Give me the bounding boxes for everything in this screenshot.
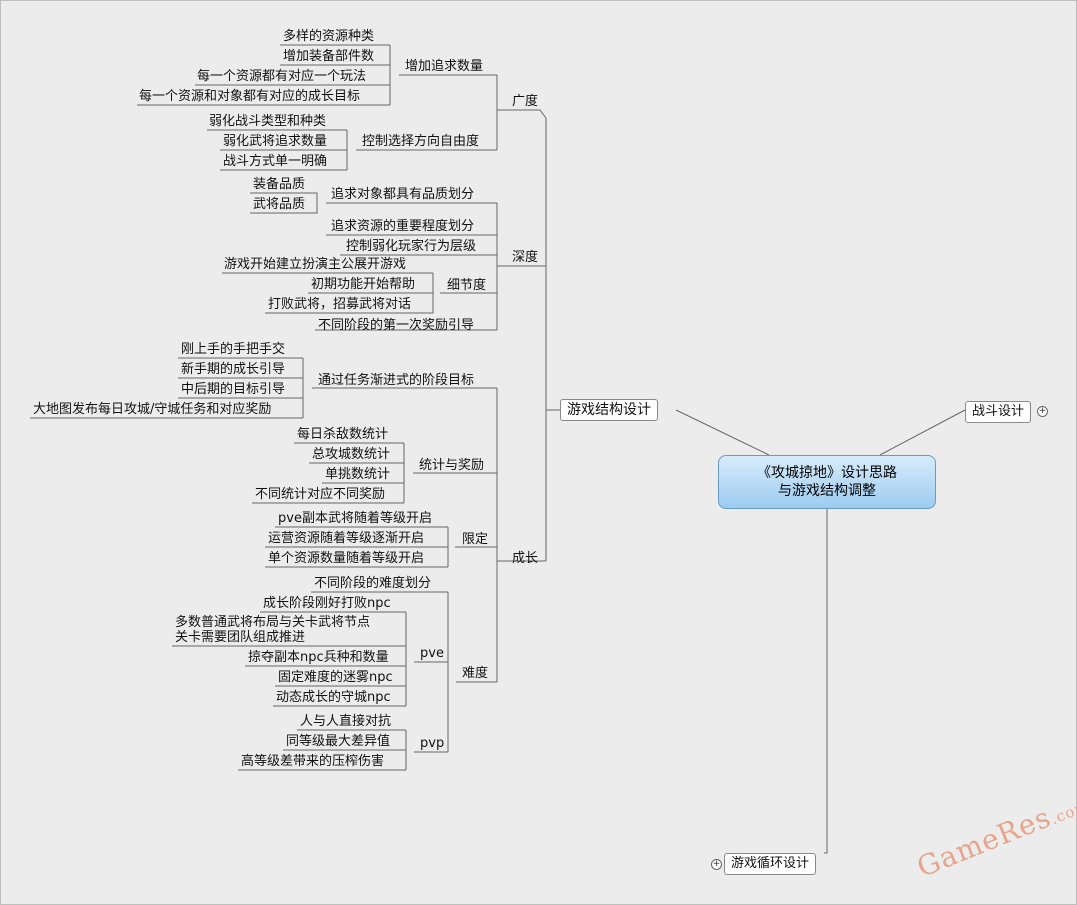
topic-task-stage-goals[interactable]: 通过任务渐进式的阶段目标 xyxy=(318,373,475,388)
edge-pve-items xyxy=(172,611,406,707)
edge-root-structure xyxy=(675,409,770,456)
topic-game-structure[interactable]: 游戏结构设计 xyxy=(560,399,658,421)
topic-control-weaken-behavior[interactable]: 控制弱化玩家行为层级 xyxy=(346,239,477,254)
topic-control-freedom[interactable]: 控制选择方向自由度 xyxy=(362,134,480,149)
topic-game-loop[interactable]: 游戏循环设计 xyxy=(724,853,817,875)
leaf-recruit-dialogue[interactable]: 打败武将，招募武将对话 xyxy=(268,297,412,312)
leaf-weaken-battle-types[interactable]: 弱化战斗类型和种类 xyxy=(209,114,327,129)
leaf-mid-late-target[interactable]: 中后期的目标引导 xyxy=(181,382,286,397)
leaf-level-gap-damage[interactable]: 高等级差带来的压榨伤害 xyxy=(241,754,385,769)
expand-loop-icon[interactable]: + xyxy=(711,859,722,870)
edge-limit-items xyxy=(265,526,448,568)
topic-pve[interactable]: pve xyxy=(420,646,444,661)
edge-depth-spine xyxy=(496,203,506,330)
topic-detail[interactable]: 细节度 xyxy=(447,278,487,293)
edge-root-loop xyxy=(824,509,828,854)
leaf-fog-npc[interactable]: 固定难度的迷雾npc xyxy=(278,670,393,685)
edge-growth-spine xyxy=(496,388,506,682)
leaf-resource-gameplay[interactable]: 每一个资源都有对应一个玩法 xyxy=(197,69,367,84)
leaf-single-battle-mode[interactable]: 战斗方式单一明确 xyxy=(223,154,328,169)
topic-increase-pursuit[interactable]: 增加追求数量 xyxy=(405,59,484,74)
root-topic[interactable]: 《攻城掠地》设计思路 与游戏结构调整 xyxy=(718,455,936,509)
leaf-resource-types[interactable]: 多样的资源种类 xyxy=(283,29,375,44)
leaf-different-rewards[interactable]: 不同统计对应不同奖励 xyxy=(255,487,386,502)
leaf-equipment-parts[interactable]: 增加装备部件数 xyxy=(283,49,375,64)
leaf-duel-count[interactable]: 单挑数统计 xyxy=(325,467,391,482)
leaf-daily-kills[interactable]: 每日杀敌数统计 xyxy=(297,427,389,442)
edge-pvp-items xyxy=(238,729,406,771)
edge-root-battle xyxy=(879,409,966,456)
leaf-resource-amount-unlock[interactable]: 单个资源数量随着等级开启 xyxy=(268,551,425,566)
topic-limit[interactable]: 限定 xyxy=(462,532,489,547)
topic-growth[interactable]: 成长 xyxy=(512,551,539,566)
leaf-newbie-growth[interactable]: 新手期的成长引导 xyxy=(181,362,286,377)
leaf-ops-resource-unlock[interactable]: 运营资源随着等级逐渐开启 xyxy=(268,531,425,546)
topic-stage-first-reward[interactable]: 不同阶段的第一次奖励引导 xyxy=(318,318,475,333)
topic-stage-difficulty[interactable]: 不同阶段的难度划分 xyxy=(314,576,432,591)
leaf-general-layout[interactable]: 多数普通武将布局与关卡武将节点 xyxy=(175,615,371,630)
edge-breadth-spine xyxy=(496,75,506,150)
root-title-line2: 与游戏结构调整 xyxy=(778,483,876,499)
edge-stats-items xyxy=(252,442,404,504)
leaf-hand-holding[interactable]: 刚上手的手把手交 xyxy=(181,342,286,357)
topic-resource-importance[interactable]: 追求资源的重要程度划分 xyxy=(331,219,475,234)
edge-tasks-items xyxy=(30,357,303,419)
topic-depth[interactable]: 深度 xyxy=(512,250,539,265)
leaf-pve-unlock-level[interactable]: pve副本武将随着等级开启 xyxy=(278,511,432,526)
leaf-resource-growth-target[interactable]: 每一个资源和对象都有对应的成长目标 xyxy=(139,89,361,104)
leaf-early-help[interactable]: 初期功能开始帮助 xyxy=(311,277,416,292)
leaf-plunder-npc[interactable]: 掠夺副本npc兵种和数量 xyxy=(248,650,389,665)
edge-increase-items xyxy=(137,44,390,106)
edge-control-items xyxy=(207,129,347,171)
leaf-equipment-quality[interactable]: 装备品质 xyxy=(253,177,306,192)
edge-quality-items xyxy=(250,192,318,214)
leaf-beat-npc[interactable]: 成长阶段刚好打败npc xyxy=(263,596,391,611)
topic-breadth[interactable]: 广度 xyxy=(512,94,539,109)
leaf-player-vs-player[interactable]: 人与人直接对抗 xyxy=(300,714,392,729)
root-title-line1: 《攻城掠地》设计思路 xyxy=(757,465,897,481)
edge-structure-spine xyxy=(545,118,560,561)
leaf-max-level-diff[interactable]: 同等级最大差异值 xyxy=(286,734,391,749)
watermark-suffix: .com xyxy=(1047,796,1077,829)
topic-pvp[interactable]: pvp xyxy=(420,736,445,751)
edge-breadth xyxy=(506,109,547,119)
expand-battle-icon[interactable]: + xyxy=(1037,406,1048,417)
edge-detail-items xyxy=(222,272,433,314)
leaf-weaken-general-count[interactable]: 弱化武将追求数量 xyxy=(223,134,328,149)
leaf-general-quality[interactable]: 武将品质 xyxy=(253,197,306,212)
topic-stats-reward[interactable]: 统计与奖励 xyxy=(419,458,485,473)
leaf-total-sieges[interactable]: 总攻城数统计 xyxy=(312,447,391,462)
topic-quality-division[interactable]: 追求对象都具有品质划分 xyxy=(331,187,475,202)
leaf-start-as-lord[interactable]: 游戏开始建立扮演主公展开游戏 xyxy=(224,257,407,272)
topic-difficulty[interactable]: 难度 xyxy=(462,666,489,681)
topic-battle-design[interactable]: 战斗设计 xyxy=(965,401,1032,423)
leaf-defense-npc[interactable]: 动态成长的守城npc xyxy=(276,690,391,705)
leaf-daily-siege-tasks[interactable]: 大地图发布每日攻城/守城任务和对应奖励 xyxy=(33,402,272,417)
leaf-team-progress[interactable]: 关卡需要团队组成推进 xyxy=(175,630,306,645)
